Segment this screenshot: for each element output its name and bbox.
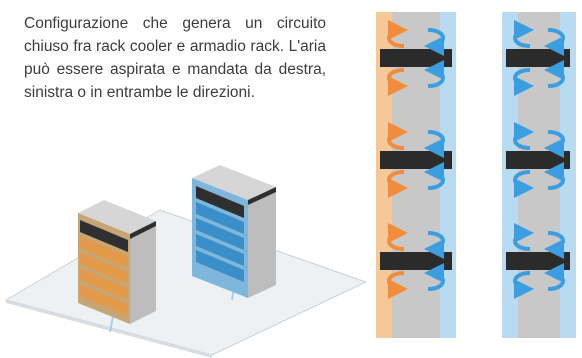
- floor-plate: [4, 209, 368, 358]
- rack-cooler-isometric-illustration: [4, 165, 368, 358]
- airflow-arrows-single: [513, 20, 565, 299]
- airflow-diagram-single-direction: [502, 12, 576, 338]
- rack-cooler-front-panels: [196, 186, 244, 282]
- airflow-diagrams: [376, 12, 576, 338]
- airflow-diagram-both-directions: [376, 12, 456, 338]
- airflow-arrows-both: [387, 20, 445, 299]
- rack-cooler: [192, 165, 276, 298]
- rack-cabinet-front-panels: [80, 220, 128, 316]
- rack-cabinet: [78, 200, 156, 324]
- description-text: Configurazione che genera un circuito ch…: [24, 15, 326, 101]
